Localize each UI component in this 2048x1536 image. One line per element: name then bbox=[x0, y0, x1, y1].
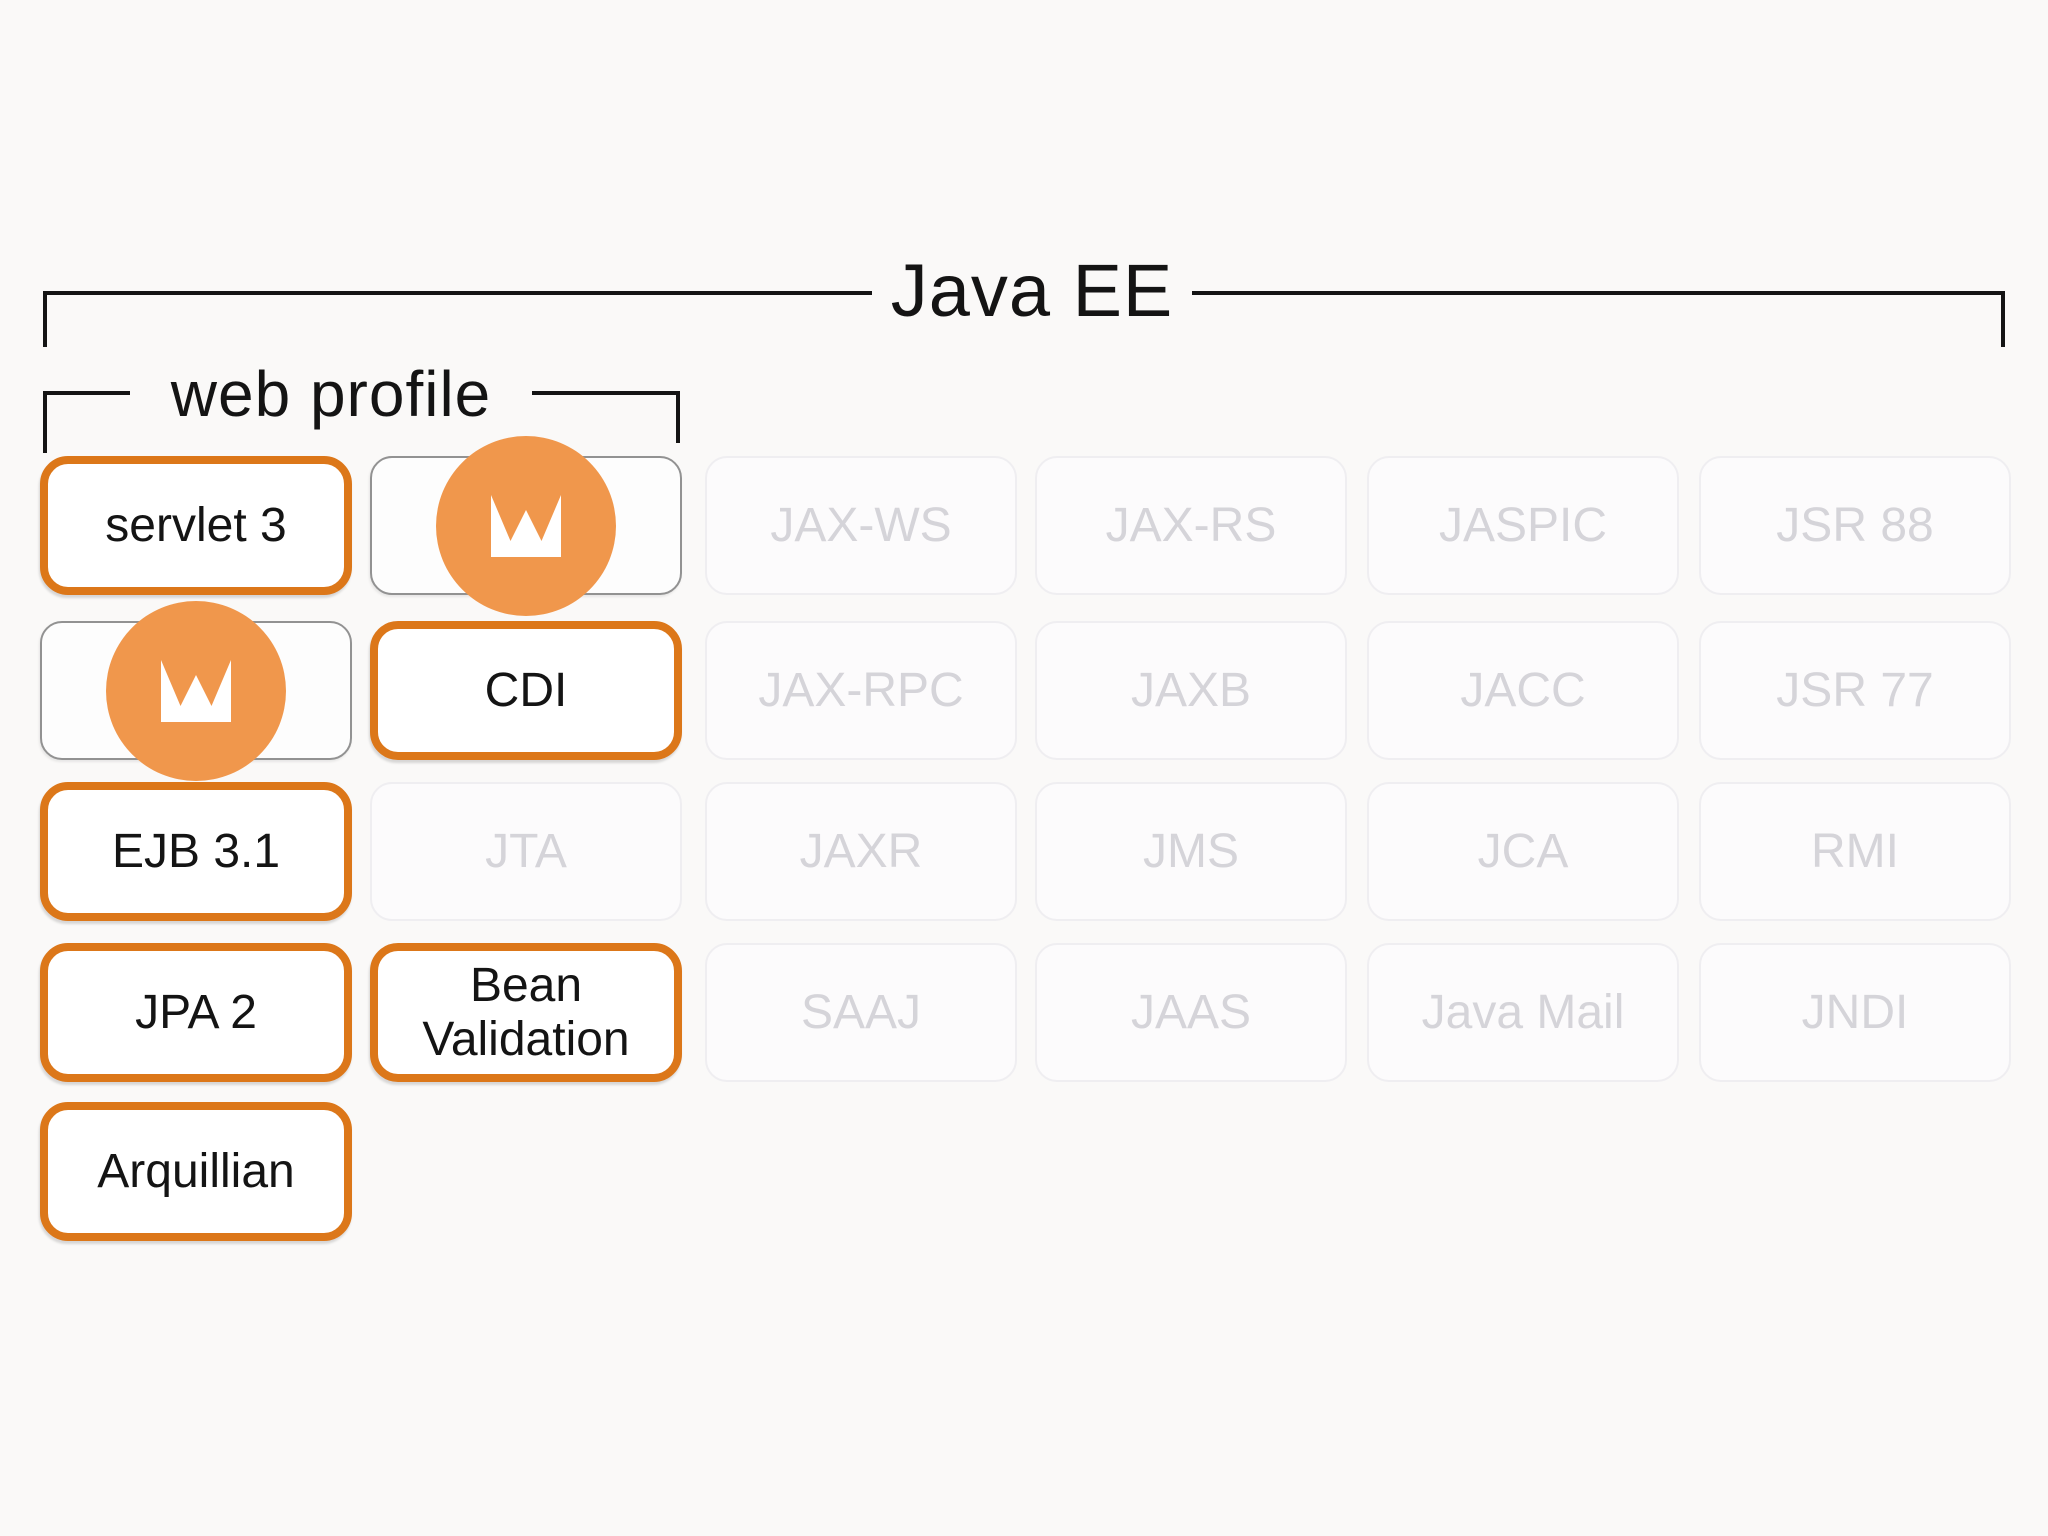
grid-box-jacc: JACC bbox=[1367, 621, 1679, 760]
grid-box-jpa-2: JPA 2 bbox=[40, 943, 352, 1082]
bracket-line bbox=[43, 391, 130, 395]
java-ee-label: Java EE bbox=[890, 249, 1174, 332]
box-label: JPA 2 bbox=[135, 985, 257, 1039]
grid-box-java-mail: Java Mail bbox=[1367, 943, 1679, 1082]
grid-box-jaxb: JAXB bbox=[1035, 621, 1347, 760]
bracket-line bbox=[43, 291, 872, 295]
grid-box-saaj: SAAJ bbox=[705, 943, 1017, 1082]
bracket-corner bbox=[2001, 291, 2005, 347]
web-profile-label: web profile bbox=[170, 358, 492, 430]
box-label: Bean Validation bbox=[422, 958, 630, 1066]
grid-box-ejb-3-1: EJB 3.1 bbox=[40, 782, 352, 921]
box-label: JACC bbox=[1460, 663, 1586, 717]
grid-box-jms: JMS bbox=[1035, 782, 1347, 921]
box-label: JAXB bbox=[1130, 663, 1252, 717]
bracket-corner bbox=[43, 391, 47, 453]
grid-box-jsr-88: JSR 88 bbox=[1699, 456, 2011, 595]
box-label: JAXR bbox=[799, 824, 923, 878]
box-label: JAX-WS bbox=[770, 498, 952, 552]
box-label: JAAS bbox=[1130, 985, 1252, 1039]
box-label: Arquillian bbox=[97, 1144, 295, 1198]
bracket-corner bbox=[43, 291, 47, 347]
grid-box-jta: JTA bbox=[370, 782, 682, 921]
box-label: JCA bbox=[1477, 824, 1569, 878]
grid-box-cdi: CDI bbox=[370, 621, 682, 760]
box-label: JASPIC bbox=[1438, 498, 1608, 552]
box-label: servlet 3 bbox=[105, 498, 287, 552]
box-label: RMI bbox=[1811, 824, 1899, 878]
crown-icon bbox=[491, 494, 561, 557]
grid-box-jca: JCA bbox=[1367, 782, 1679, 921]
grid-box-jsr-77: JSR 77 bbox=[1699, 621, 2011, 760]
crown-badge bbox=[106, 600, 286, 781]
box-label: Java Mail bbox=[1421, 985, 1625, 1039]
box-label: JMS bbox=[1143, 824, 1239, 878]
bracket-corner bbox=[676, 391, 680, 443]
grid-box-bean-validation: Bean Validation bbox=[370, 943, 682, 1082]
box-label: SAAJ bbox=[800, 985, 922, 1039]
box-label: JTA bbox=[485, 824, 567, 878]
grid-box-jax-ws: JAX-WS bbox=[705, 456, 1017, 595]
grid-box-jax-rs: JAX-RS bbox=[1035, 456, 1347, 595]
grid-box-jndi: JNDI bbox=[1699, 943, 2011, 1082]
crown-badge bbox=[436, 435, 616, 616]
bracket-line bbox=[1192, 291, 2005, 295]
grid-box-jaxr: JAXR bbox=[705, 782, 1017, 921]
box-label: JAX-RPC bbox=[758, 663, 964, 717]
grid-box-jaas: JAAS bbox=[1035, 943, 1347, 1082]
grid-box-servlet-3: servlet 3 bbox=[40, 456, 352, 595]
grid-box-jax-rpc: JAX-RPC bbox=[705, 621, 1017, 760]
grid-box-arquillian: Arquillian bbox=[40, 1102, 352, 1241]
bracket-line bbox=[532, 391, 680, 395]
grid-box-jaspic: JASPIC bbox=[1367, 456, 1679, 595]
crown-icon bbox=[161, 659, 231, 722]
box-label: EJB 3.1 bbox=[111, 824, 281, 878]
box-label: JAX-RS bbox=[1105, 498, 1277, 552]
box-label: JSR 88 bbox=[1776, 498, 1934, 552]
box-label: CDI bbox=[484, 663, 568, 717]
box-label: JNDI bbox=[1801, 985, 1909, 1039]
grid-box-rmi: RMI bbox=[1699, 782, 2011, 921]
box-label: JSR 77 bbox=[1776, 663, 1934, 717]
